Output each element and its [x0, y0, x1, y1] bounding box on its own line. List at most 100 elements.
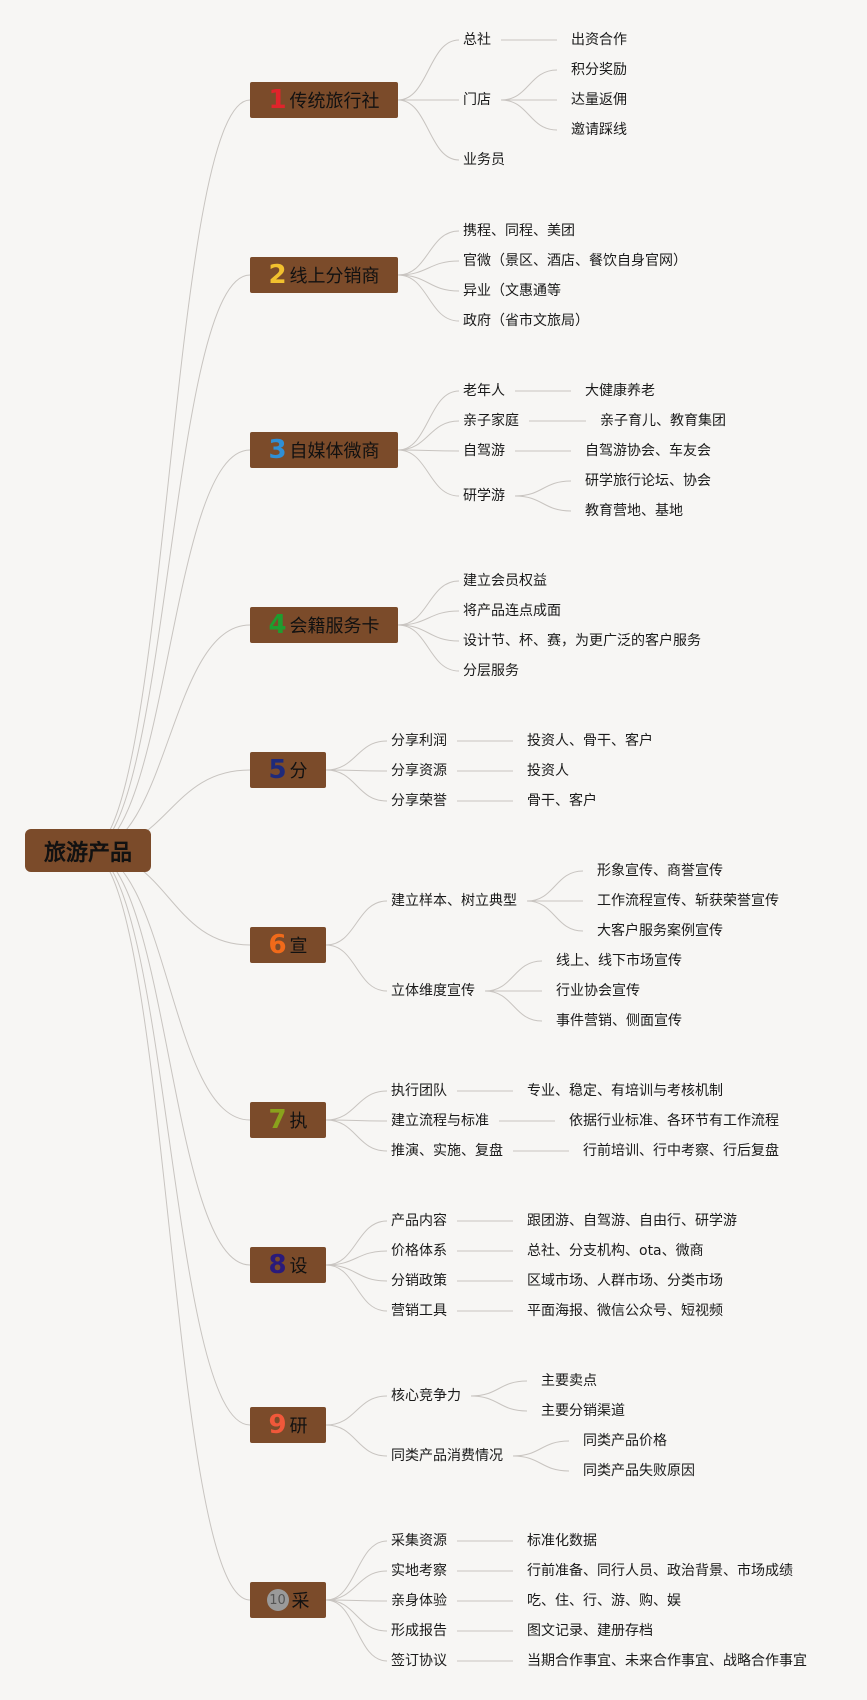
child-item[interactable]: 形成报告 — [391, 1623, 447, 1639]
grandchild-item[interactable]: 工作流程宣传、斩获荣誉宣传 — [597, 893, 779, 909]
branch-number: 4 — [268, 610, 287, 640]
branch-child-connector — [325, 1090, 388, 1121]
child-grandchild-connector — [526, 900, 584, 932]
grandchild-item[interactable]: 专业、稳定、有培训与考核机制 — [527, 1083, 723, 1099]
child-item[interactable]: 建立流程与标准 — [391, 1113, 489, 1129]
child-item[interactable]: 实地考察 — [391, 1563, 447, 1579]
child-item[interactable]: 分销政策 — [391, 1273, 447, 1289]
branch-child-connector — [325, 1540, 388, 1601]
child-item[interactable]: 核心竞争力 — [391, 1388, 461, 1404]
child-item[interactable]: 设计节、杯、赛，为更广泛的客户服务 — [463, 633, 701, 649]
grandchild-item[interactable]: 主要卖点 — [541, 1373, 597, 1389]
child-item[interactable]: 门店 — [463, 92, 491, 108]
grandchild-item[interactable]: 自驾游协会、车友会 — [585, 443, 711, 459]
child-item[interactable]: 携程、同程、美团 — [463, 223, 575, 239]
child-item[interactable]: 分享荣誉 — [391, 793, 447, 809]
grandchild-item[interactable]: 行业协会宣传 — [556, 983, 640, 999]
child-item[interactable]: 建立样本、树立典型 — [391, 893, 517, 909]
branch-child-connector — [397, 230, 460, 276]
child-item[interactable]: 分享利润 — [391, 733, 447, 749]
child-item[interactable]: 立体维度宣传 — [391, 983, 475, 999]
grandchild-item[interactable]: 达量返佣 — [571, 92, 627, 108]
child-item[interactable]: 推演、实施、复盘 — [391, 1143, 503, 1159]
branch-child-connector — [325, 1264, 388, 1282]
child-item[interactable]: 亲身体验 — [391, 1593, 447, 1609]
child-item[interactable]: 老年人 — [463, 383, 505, 399]
grandchild-item[interactable]: 区域市场、人群市场、分类市场 — [527, 1273, 723, 1289]
branch-child-connector — [325, 740, 388, 771]
grandchild-item[interactable]: 大健康养老 — [585, 383, 655, 399]
grandchild-item[interactable]: 依据行业标准、各环节有工作流程 — [569, 1113, 779, 1129]
child-item[interactable]: 价格体系 — [391, 1243, 447, 1259]
child-item[interactable]: 同类产品消费情况 — [391, 1448, 503, 1464]
branch-child-connector — [397, 99, 460, 161]
child-item[interactable]: 研学游 — [463, 488, 505, 504]
grandchild-item[interactable]: 行前准备、同行人员、政治背景、市场成绩 — [527, 1563, 793, 1579]
grandchild-item[interactable]: 同类产品价格 — [583, 1433, 667, 1449]
grandchild-item[interactable]: 主要分销渠道 — [541, 1403, 625, 1419]
branch-label: 自媒体微商 — [289, 441, 380, 462]
grandchild-item[interactable]: 事件营销、侧面宣传 — [556, 1013, 682, 1029]
branch-child-connector — [397, 449, 460, 497]
root-node[interactable]: 旅游产品 — [25, 829, 151, 872]
grandchild-item[interactable]: 同类产品失败原因 — [583, 1463, 695, 1479]
child-item[interactable]: 业务员 — [463, 152, 505, 168]
child-grandchild-connector — [512, 1455, 570, 1472]
grandchild-item[interactable]: 积分奖励 — [571, 62, 627, 78]
grandchild-item[interactable]: 总社、分支机构、ota、微商 — [527, 1243, 704, 1259]
child-item[interactable]: 总社 — [463, 32, 491, 48]
child-item[interactable]: 亲子家庭 — [463, 413, 519, 429]
grandchild-item[interactable]: 研学旅行论坛、协会 — [585, 473, 711, 489]
branch-number: 6 — [268, 930, 287, 960]
child-item[interactable]: 将产品连点成面 — [463, 603, 561, 619]
root-branch-connector — [87, 850, 251, 1426]
child-item[interactable]: 分层服务 — [463, 663, 519, 679]
grandchild-item[interactable]: 投资人、骨干、客户 — [527, 733, 653, 749]
child-item[interactable]: 政府（省市文旅局） — [463, 313, 589, 329]
child-grandchild-connector — [470, 1395, 528, 1412]
grandchild-item[interactable]: 大客户服务案例宣传 — [597, 923, 723, 939]
grandchild-item[interactable]: 亲子育儿、教育集团 — [600, 413, 726, 429]
grandchild-item[interactable]: 骨干、客户 — [527, 793, 597, 809]
grandchild-item[interactable]: 跟团游、自驾游、自由行、研学游 — [527, 1213, 737, 1229]
grandchild-item[interactable]: 线上、线下市场宣传 — [556, 953, 682, 969]
branch-child-connector — [397, 624, 460, 642]
grandchild-item[interactable]: 形象宣传、商誉宣传 — [597, 863, 723, 879]
child-item[interactable]: 分享资源 — [391, 763, 447, 779]
child-item[interactable]: 采集资源 — [391, 1533, 447, 1549]
grandchild-item[interactable]: 吃、住、行、游、购、娱 — [527, 1593, 681, 1609]
child-item[interactable]: 自驾游 — [463, 443, 505, 459]
branch-child-connector — [397, 260, 460, 276]
branch-child-connector — [325, 769, 388, 772]
grandchild-item[interactable]: 行前培训、行中考察、行后复盘 — [583, 1143, 779, 1159]
branch-label: 分 — [289, 761, 308, 782]
child-item[interactable]: 异业（文惠通等 — [463, 283, 561, 299]
child-item[interactable]: 执行团队 — [391, 1083, 447, 1099]
grandchild-item[interactable]: 图文记录、建册存档 — [527, 1623, 653, 1639]
grandchild-item[interactable]: 教育营地、基地 — [585, 503, 683, 519]
branch-number: 10 — [266, 1589, 289, 1611]
grandchild-item[interactable]: 出资合作 — [571, 32, 627, 48]
branch-child-connector — [325, 1119, 388, 1152]
grandchild-item[interactable]: 平面海报、微信公众号、短视频 — [527, 1303, 723, 1319]
grandchild-item[interactable]: 当期合作事宜、未来合作事宜、战略合作事宜 — [527, 1653, 807, 1669]
branch-label: 线上分销商 — [289, 266, 380, 287]
child-item[interactable]: 官微（景区、酒店、餐饮自身官网） — [463, 253, 687, 269]
child-item[interactable]: 产品内容 — [391, 1213, 447, 1229]
child-item[interactable]: 建立会员权益 — [463, 573, 547, 589]
child-item[interactable]: 签订协议 — [391, 1653, 447, 1669]
grandchild-item[interactable]: 邀请踩线 — [571, 122, 627, 138]
grandchild-item[interactable]: 投资人 — [527, 763, 569, 779]
child-item[interactable]: 营销工具 — [391, 1303, 447, 1319]
grandchild-item[interactable]: 标准化数据 — [527, 1533, 597, 1549]
